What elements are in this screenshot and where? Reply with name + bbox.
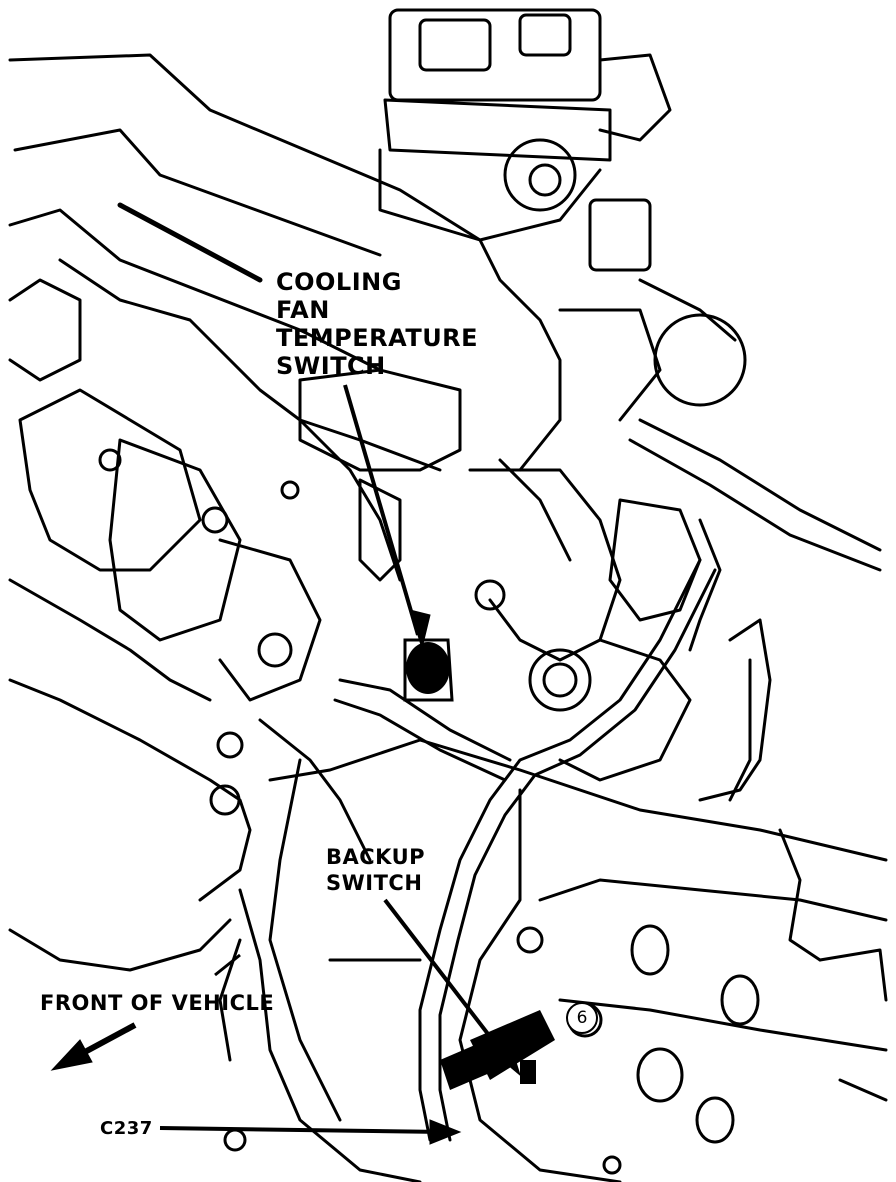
upper-hose [638,418,882,552]
air-cleaner-outline [8,53,562,472]
backup-switch-label-line2: SWITCH [326,871,423,895]
cooling-fan-label-line1: COOLING [276,268,402,296]
callout-circle [566,1002,598,1034]
cooling-fan-label-line4: SWITCH [276,352,386,380]
transmission [223,738,888,1182]
canister [653,313,747,407]
cooling-fan-switch-part [403,638,454,702]
backup-switch-label-line1: BACKUP [326,845,426,869]
distributor [608,498,702,622]
callout-arrows [50,384,521,1145]
carburetor [378,8,672,272]
connector-c237-label: C237 [100,1118,153,1139]
cooling-fan-label-line3: TEMPERATURE [276,324,479,352]
front-of-vehicle-label: FRONT OF VEHICLE [40,991,275,1015]
callout-number-label: 6 [576,1008,588,1028]
wiring-harness [418,558,702,1142]
intake-manifold [8,258,442,702]
cooling-fan-label-line2: FAN [276,296,330,324]
